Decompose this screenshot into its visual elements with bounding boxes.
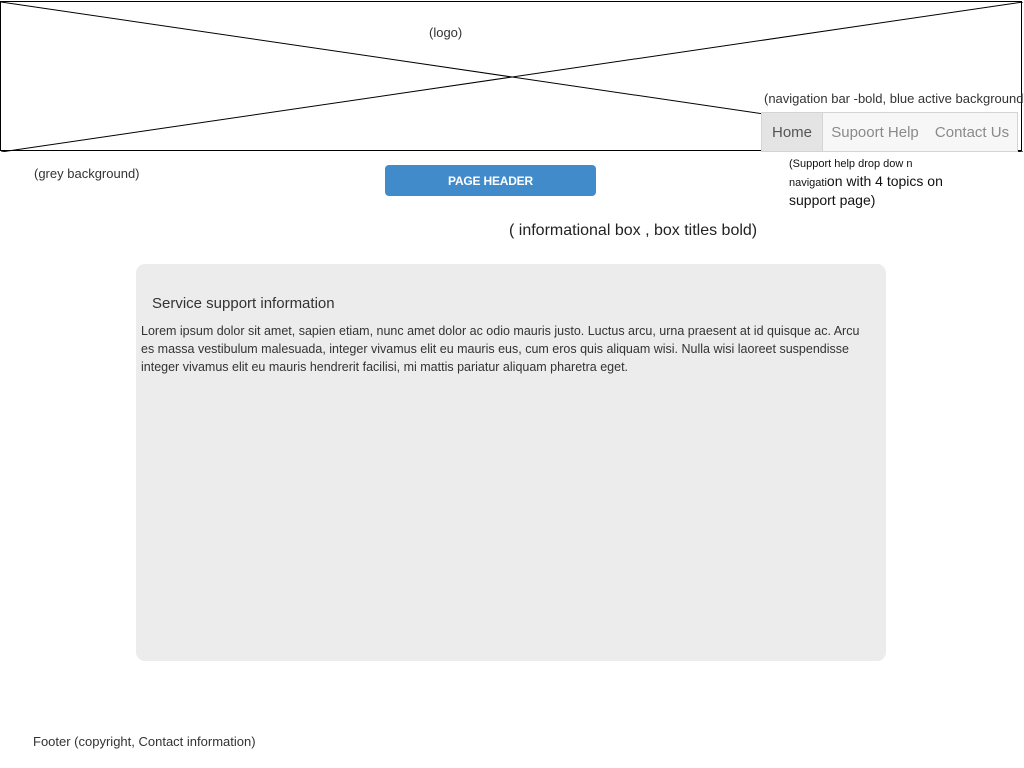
footer: Footer (copyright, Contact information) <box>33 734 256 749</box>
dropdown-annotation-part1: (Support help drop dow n navigati <box>789 158 913 189</box>
info-box-title: Service support information <box>152 295 335 312</box>
background-annotation: (grey background) <box>34 166 140 181</box>
page-header-button: PAGE HEADER <box>385 165 596 196</box>
nav-item-home[interactable]: Home <box>762 113 823 151</box>
logo-label: (logo) <box>429 25 463 40</box>
info-box-body: Lorem ipsum dolor sit amet, sapien etiam… <box>141 324 860 374</box>
dropdown-annotation-part2: on with 4 topics on support page) <box>789 173 943 208</box>
nav-item-support-help[interactable]: Supoort Help <box>831 123 919 141</box>
dropdown-annotation: (Support help drop dow n navigation with… <box>789 154 949 209</box>
info-box: Service support information Lorem ipsum … <box>136 264 886 661</box>
navigation-bar: Home Supoort Help Contact Us <box>761 112 1018 152</box>
info-box-annotation: ( informational box , box titles bold) <box>509 222 758 239</box>
navigation-annotation: (navigation bar -bold, blue active backg… <box>764 91 1024 106</box>
nav-item-contact-us[interactable]: Contact Us <box>934 123 1010 141</box>
